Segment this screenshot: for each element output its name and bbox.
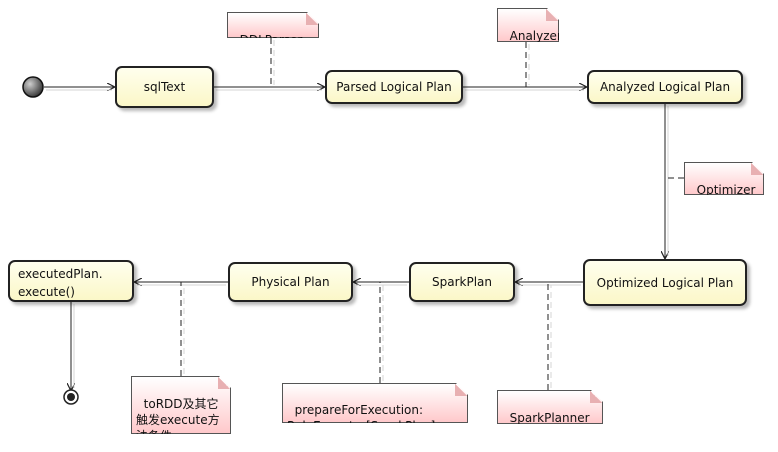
- note-optimizer: Optimizer: [684, 162, 764, 195]
- connector-shadows: [183, 40, 552, 388]
- end-node: [63, 389, 79, 405]
- node-analyzed-logical-plan: Analyzed Logical Plan: [587, 70, 743, 104]
- node-sqltext: sqlText: [115, 66, 214, 108]
- note-ddlparser: DDLParser: [227, 12, 319, 38]
- node-physical-plan: Physical Plan: [228, 262, 353, 302]
- note-prepare-for-execution: prepareForExecution: RuleExecutor[SparkP…: [282, 383, 468, 423]
- note-connectors: [180, 38, 684, 390]
- node-optimized-logical-plan: Optimized Logical Plan: [583, 259, 747, 306]
- node-parsed-logical-plan: Parsed Logical Plan: [325, 70, 463, 104]
- node-executed-plan: executedPlan. execute(): [8, 260, 134, 302]
- note-optimizer-text: Optimizer: [696, 183, 756, 197]
- note-analyzer: Analyzer: [497, 8, 559, 42]
- note-sparkplanner: SparkPlanner: [497, 390, 603, 424]
- note-tordd: toRDD及其它 触发execute方 法条件: [131, 376, 231, 434]
- edge-shadows: [46, 89, 669, 388]
- start-node: [22, 76, 44, 98]
- note-sparkplanner-text: SparkPlanner: [509, 411, 590, 425]
- note-analyzer-text: Analyzer: [509, 29, 562, 43]
- flow-edges: [44, 87, 665, 391]
- node-sparkplan: SparkPlan: [409, 262, 515, 302]
